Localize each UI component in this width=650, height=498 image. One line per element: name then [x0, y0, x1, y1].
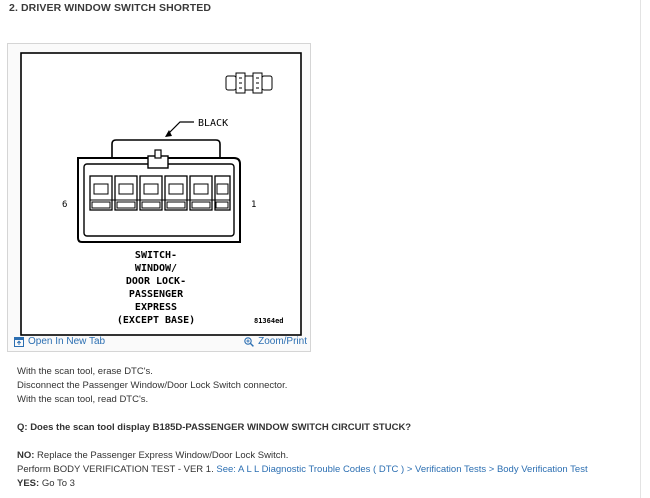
no-answer-text: Replace the Passenger Express Window/Doo… [34, 450, 289, 461]
instruction-line: With the scan tool, erase DTC's. [17, 366, 153, 377]
diagnostic-question: Q: Does the scan tool display B185D-PASS… [17, 422, 412, 433]
caption-line: (EXCEPT BASE) [117, 315, 195, 326]
pin-label-left: 6 [62, 200, 67, 210]
yes-answer: YES: Go To 3 [17, 478, 75, 489]
open-in-new-tab-label: Open In New Tab [28, 336, 106, 347]
pin-label-right: 1 [251, 200, 256, 210]
open-in-new-tab-link[interactable]: Open In New Tab [14, 336, 105, 347]
verification-line: Perform BODY VERIFICATION TEST - VER 1. … [17, 464, 588, 475]
connector-body [77, 139, 241, 243]
figure-id: 81364ed [254, 317, 284, 325]
open-tab-icon [14, 336, 24, 347]
instruction-line: With the scan tool, read DTC's. [17, 394, 149, 405]
connector-caption: SWITCH- WINDOW/ DOOR LOCK- PASSENGER EXP… [117, 250, 195, 326]
connector-diagram: BLACK [20, 52, 302, 336]
caption-line: PASSENGER [129, 289, 184, 300]
zoom-print-link[interactable]: Zoom/Print [244, 336, 307, 347]
yes-answer-text: Go To 3 [39, 478, 75, 489]
wire-leader-line [167, 121, 194, 135]
connector-symbol-icon [225, 72, 273, 94]
zoom-icon [244, 336, 254, 347]
wire-color-label: BLACK [198, 118, 228, 129]
connector-diagram-svg: BLACK [20, 52, 302, 336]
no-label: NO: [17, 450, 35, 461]
caption-line: EXPRESS [135, 302, 177, 313]
body-verification-test-link[interactable]: See: A L L Diagnostic Trouble Codes ( DT… [216, 464, 588, 475]
step-heading: 2. DRIVER WINDOW SWITCH SHORTED [9, 2, 212, 14]
perform-text: Perform BODY VERIFICATION TEST - VER 1. [17, 464, 217, 475]
no-answer: NO: Replace the Passenger Express Window… [17, 450, 288, 461]
caption-line: DOOR LOCK- [126, 276, 186, 287]
zoom-print-label: Zoom/Print [258, 336, 307, 347]
figure-links: Open In New Tab Zoom/Print [8, 336, 310, 352]
instruction-line: Disconnect the Passenger Window/Door Loc… [17, 380, 288, 391]
yes-label: YES: [17, 478, 40, 489]
caption-line: WINDOW/ [135, 263, 177, 274]
connector-figure: BLACK [7, 43, 311, 352]
page-right-border [640, 0, 641, 498]
caption-line: SWITCH- [135, 250, 177, 261]
